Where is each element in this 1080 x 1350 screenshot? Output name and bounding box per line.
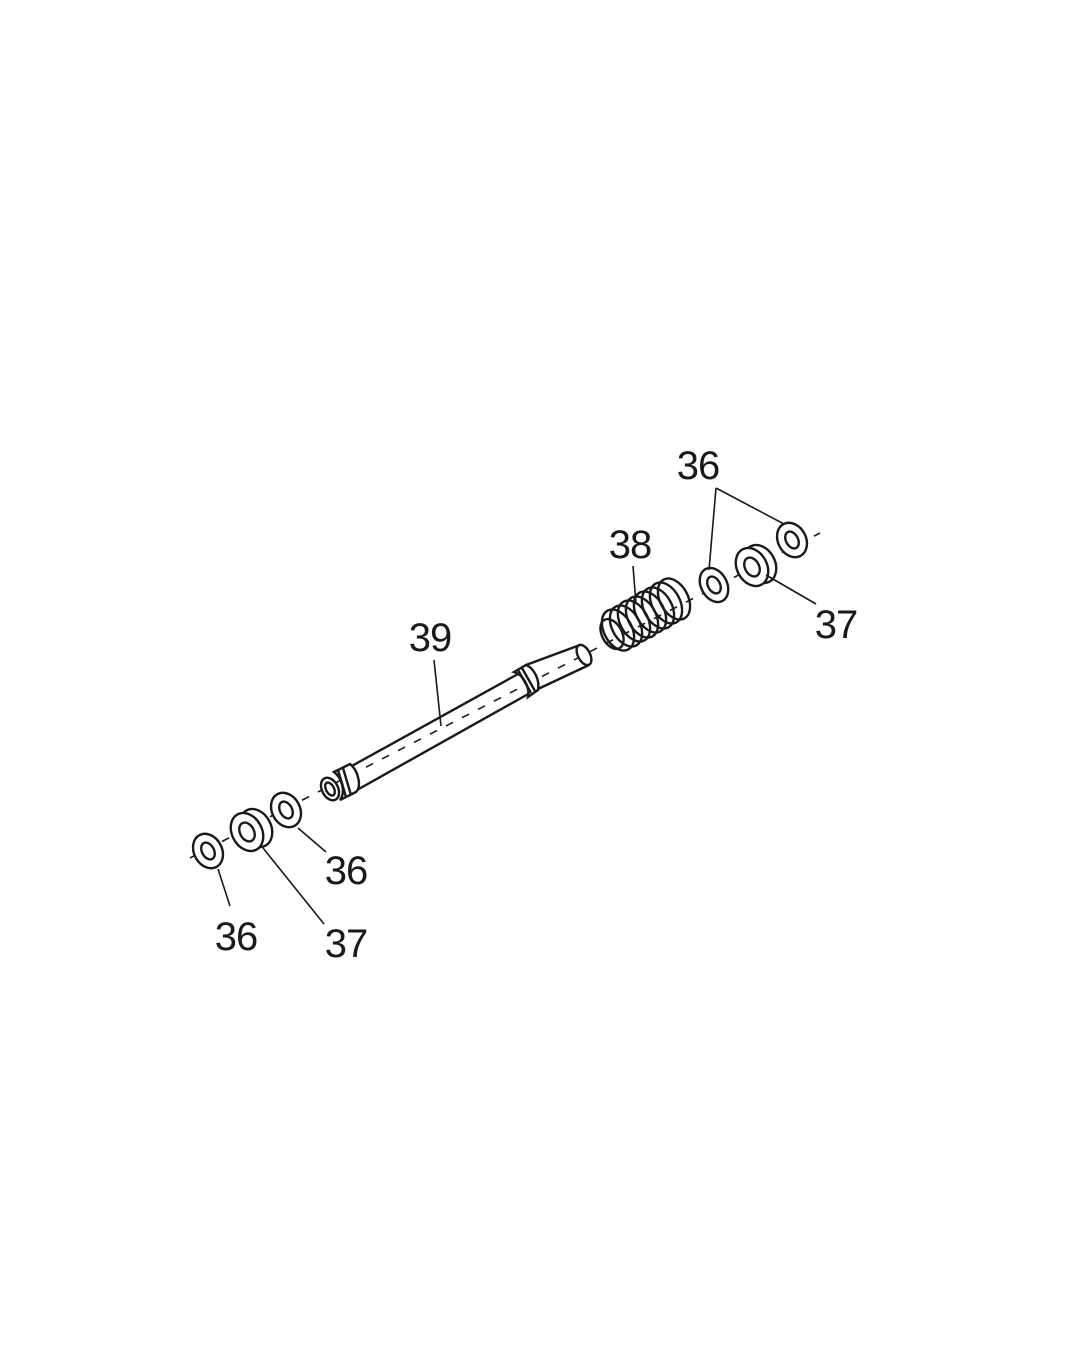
spring-part-38 xyxy=(599,577,692,652)
callout-36-upper: 36 xyxy=(676,444,720,488)
leader-37-lower xyxy=(262,847,325,925)
callout-37-upper: 37 xyxy=(814,603,858,647)
bearing-part-37-lower xyxy=(229,807,274,853)
leader-37-upper xyxy=(765,574,817,605)
callout-36-lower-left: 36 xyxy=(214,915,258,959)
leader-36-lower-left xyxy=(217,868,231,907)
washer-part-36-lower-inner xyxy=(269,791,303,829)
washer-part-36-upper-inner xyxy=(698,566,730,604)
leader-lines xyxy=(217,487,817,925)
bearing-part-37-upper xyxy=(734,543,778,588)
callout-39-shaft: 39 xyxy=(408,616,452,660)
shaft-part-39 xyxy=(319,643,593,802)
washer-part-36-upper-outer xyxy=(775,521,809,559)
leader-36-lower-right xyxy=(297,827,327,853)
leader-39 xyxy=(433,659,442,727)
washer-part-36-lower-outer xyxy=(191,832,225,870)
leader-38 xyxy=(632,565,637,605)
callout-36-lower-right: 36 xyxy=(324,849,368,893)
leader-36-upper-b xyxy=(715,487,785,525)
leader-36-upper-a xyxy=(708,487,717,571)
callout-38-spring: 38 xyxy=(608,523,652,567)
callout-37-lower: 37 xyxy=(324,922,368,966)
